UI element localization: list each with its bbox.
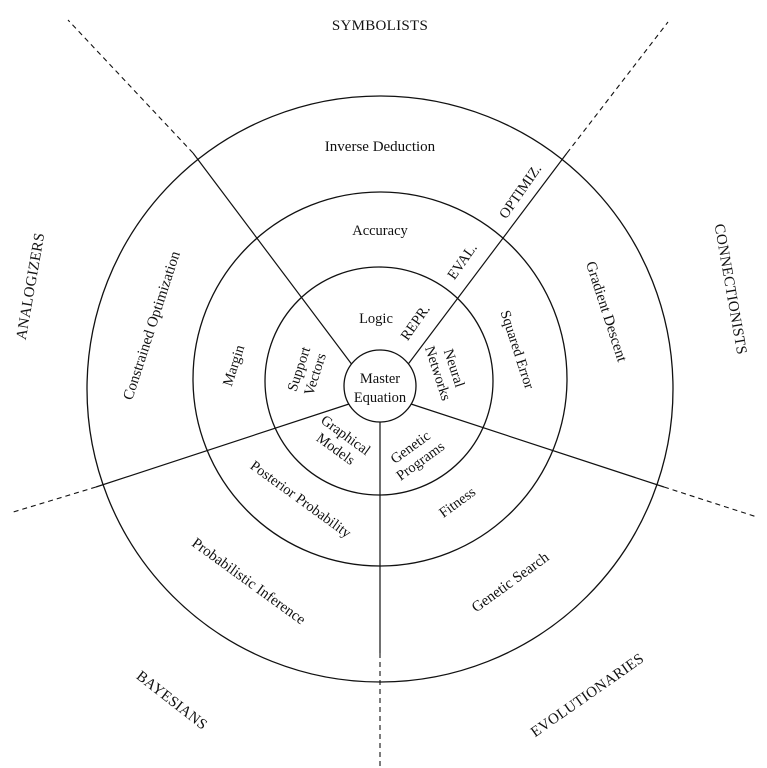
boundary-spoke-symbolists-connectionists: [402, 152, 568, 372]
optimization-analogizers: Constrained Optimization: [121, 249, 184, 402]
tribe-connectionists: CONNECTIONISTS: [711, 223, 750, 356]
representation-bayesians: Graphical Models: [313, 412, 373, 468]
boundary-spoke-connectionists-evolutionaries: [410, 403, 665, 488]
tribe-bayesians: BAYESIANS: [133, 668, 210, 733]
center-circle: [343, 349, 417, 423]
boundary-dash-connectionists-evolutionaries: [663, 486, 758, 518]
optimization-symbolists: Inverse Deduction: [325, 139, 436, 155]
tribe-evolutionaries: EVOLUTIONARIES: [528, 651, 647, 741]
tribe-symbolists: SYMBOLISTS: [332, 18, 428, 34]
evaluation-bayesians: Posterior Probability: [247, 458, 354, 542]
optimization-ring: [86, 95, 674, 683]
evaluation-evolutionaries: Fitness: [436, 484, 479, 521]
representation-symbolists: Logic: [359, 311, 393, 327]
representation-connectionists: Neural Networks: [421, 344, 467, 403]
boundary-dash-symbolists-connectionists: [566, 21, 669, 154]
representation-analogizers: Support Vectors: [285, 345, 330, 398]
axis-label-evaluation: EVAL.: [445, 241, 481, 283]
center-label-line2: Equation: [354, 390, 407, 406]
representation-ring: [264, 266, 494, 496]
optimization-evolutionaries: Genetic Search: [469, 549, 553, 616]
evaluation-symbolists: Accuracy: [352, 223, 408, 239]
center-label-line1: Master: [360, 371, 400, 387]
boundary-spoke-bayesians-analogizers: [95, 403, 350, 488]
tribe-analogizers: ANALOGIZERS: [14, 232, 49, 341]
boundary-dash-bayesians-analogizers: [9, 486, 97, 514]
evaluation-connectionists: Squared Error: [497, 308, 538, 391]
boundary-spoke-symbolists-analogizers: [192, 152, 354, 367]
optimization-connectionists: Gradient Descent: [582, 260, 630, 365]
evaluation-ring: [192, 191, 568, 567]
evaluation-analogizers: Margin: [220, 342, 249, 388]
optimization-bayesians: Probabilistic Inference: [189, 535, 309, 628]
boundary-dash-symbolists-analogizers: [67, 19, 194, 154]
representation-evolutionaries: Genetic Programs: [388, 428, 448, 484]
